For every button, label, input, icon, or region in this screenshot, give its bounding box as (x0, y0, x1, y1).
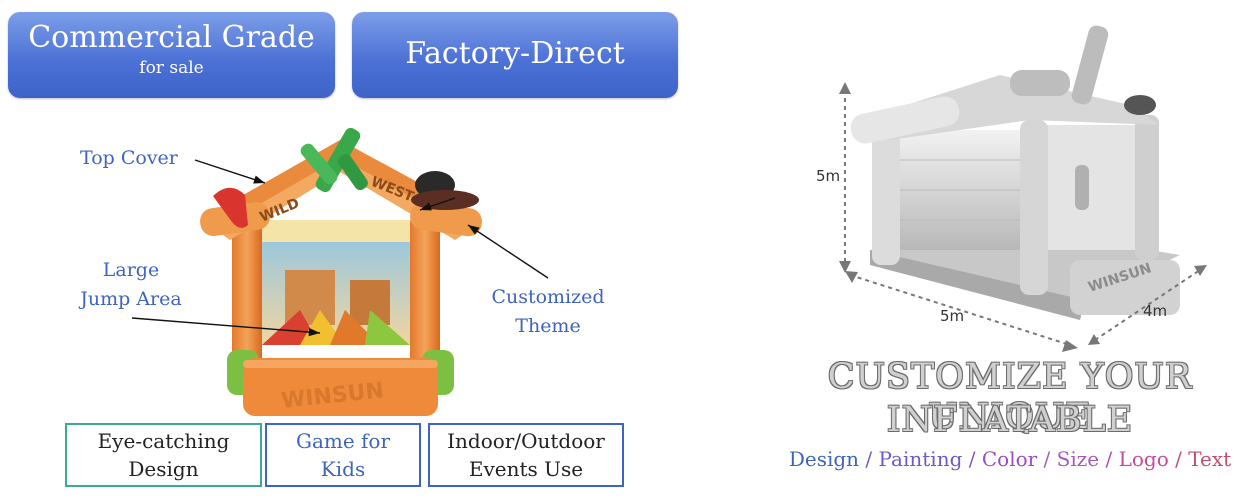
option-color: Color (981, 447, 1038, 471)
feature-game-for-kids-line1: Game for (295, 429, 391, 453)
option-size: Size (1056, 447, 1100, 471)
dimension-label-length: 5m (940, 307, 965, 325)
dimension-line-length (849, 274, 1071, 346)
option-logo: Logo (1118, 447, 1169, 471)
customization-options: Design / Painting / Color / Size / Logo … (770, 447, 1240, 471)
arrow-top-cover (194, 159, 266, 184)
feature-indoor-outdoor-line2: Events Use (468, 457, 584, 481)
option-separator: / (962, 447, 982, 471)
bounce-house-greyscale (850, 25, 1180, 320)
feature-eye-catching-line2: Design (128, 457, 199, 481)
headline-line1: CUSTOMIZE YOUR UNIQUE (827, 357, 1193, 437)
feature-eye-catching-line1: Eye-catching (97, 429, 230, 453)
option-separator: / (1037, 447, 1057, 471)
feature-game-for-kids: Game for Kids (265, 423, 421, 487)
headline-line2: INFLATABLE (886, 400, 1134, 440)
feature-indoor-outdoor: Indoor/Outdoor Events Use (428, 423, 624, 487)
option-separator: / (1168, 447, 1189, 471)
option-painting: Painting (878, 447, 963, 471)
factory-direct-title: Factory-Direct (405, 36, 625, 71)
dimension-line-width (1094, 269, 1201, 341)
feature-game-for-kids-line2: Kids (320, 457, 366, 481)
commercial-grade-badge: Commercial Grade for sale (8, 12, 335, 98)
callout-custom-theme-line2: Theme (515, 315, 581, 337)
arrow-jump-area (131, 317, 321, 337)
dimension-label-width: 4m (1143, 302, 1168, 320)
dimension-label-height: 5m (816, 167, 841, 185)
callout-custom-theme-line1: Customized (491, 286, 605, 308)
option-separator: / (1099, 447, 1119, 471)
factory-direct-badge: Factory-Direct (352, 12, 678, 98)
callout-custom-theme: Customized Theme (484, 283, 612, 341)
callout-jump-area-line1: Large (102, 259, 160, 281)
feature-indoor-outdoor-line1: Indoor/Outdoor (447, 429, 605, 453)
arrow-custom-theme (467, 224, 549, 279)
option-text: Text (1188, 447, 1232, 471)
option-separator: / (859, 447, 879, 471)
commercial-grade-title: Commercial Grade (28, 20, 315, 55)
callout-jump-area: Large Jump Area (72, 256, 190, 314)
arrow-theme-extra (419, 197, 456, 211)
feature-eye-catching: Eye-catching Design (65, 423, 262, 487)
callout-jump-area-line2: Jump Area (80, 288, 182, 310)
option-design: Design (788, 447, 860, 471)
commercial-grade-subtitle: for sale (139, 58, 204, 78)
callout-top-cover: Top Cover (80, 147, 178, 169)
